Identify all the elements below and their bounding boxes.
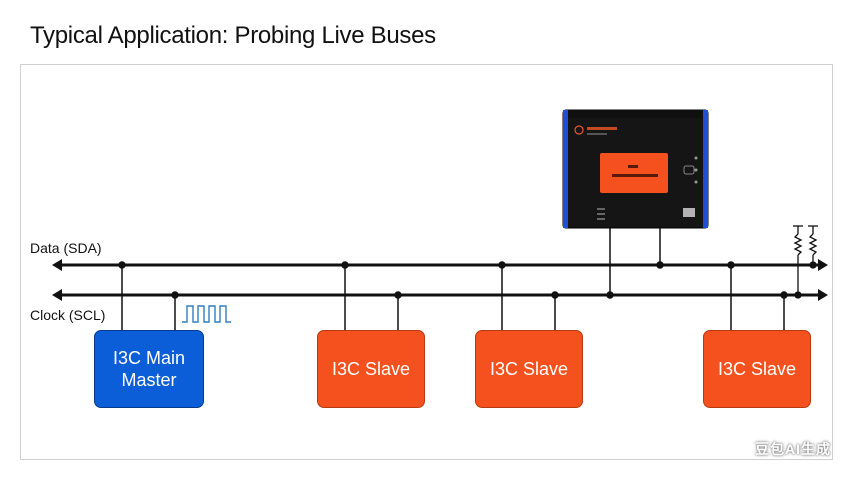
protocol-analyzer-device: [562, 109, 709, 229]
analyzer-probe-connections: [606, 228, 664, 299]
clock-waveform-icon: [182, 305, 231, 323]
slave-label: I3C Slave: [717, 358, 797, 379]
sda-bus-line: [52, 259, 828, 271]
diagram-frame: [20, 64, 833, 460]
pull-up-resistor-icon: [793, 225, 818, 299]
i3c-slave-block-3: I3C Slave: [703, 330, 811, 408]
slave-3-connections: [727, 261, 788, 330]
slave-label: I3C Slave: [489, 358, 569, 379]
scl-label: Clock (SCL): [30, 307, 106, 323]
i3c-slave-block-2: I3C Slave: [475, 330, 583, 408]
i3c-slave-block-1: I3C Slave: [317, 330, 425, 408]
slave-2-connections: [498, 261, 559, 330]
i3c-main-master-block: I3C Main Master: [94, 330, 204, 408]
master-label-line2: Master: [121, 370, 177, 390]
scl-bus-line: [52, 289, 828, 301]
master-label-line1: I3C Main: [112, 347, 186, 368]
sda-label: Data (SDA): [30, 240, 102, 256]
slave-1-connections: [341, 261, 402, 330]
master-connections: [118, 261, 179, 330]
slave-label: I3C Slave: [331, 358, 411, 379]
page-title: Typical Application: Probing Live Buses: [30, 22, 436, 49]
watermark: 豆包AI生成: [755, 441, 831, 457]
